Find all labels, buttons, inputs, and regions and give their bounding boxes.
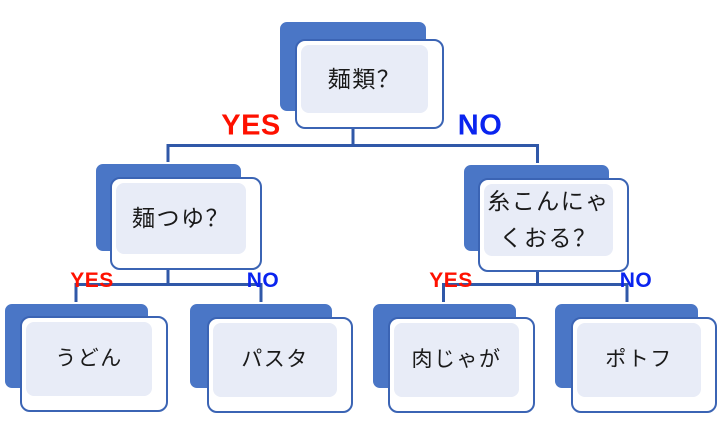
node-potofu-label: ポトフ bbox=[605, 348, 673, 372]
node-pasta-label: パスタ bbox=[241, 348, 309, 372]
branch-label-left-yes: YES bbox=[70, 269, 114, 292]
node-udon-card-inner: うどん bbox=[26, 322, 152, 396]
node-potofu-card-inner: ポトフ bbox=[577, 323, 701, 397]
branch-label-right-no: NO bbox=[619, 269, 653, 292]
node-mentsuyu-card: 麺つゆ？ bbox=[110, 177, 262, 270]
node-menrui-label: 麺類？ bbox=[327, 65, 402, 92]
node-udon-label: うどん bbox=[55, 347, 123, 371]
node-nikujaga-card: 肉じゃが bbox=[388, 317, 535, 413]
branch-label-top-no: NO bbox=[457, 109, 503, 142]
branch-label-top-yes: YES bbox=[221, 109, 281, 142]
node-pasta-card: パスタ bbox=[207, 317, 353, 413]
node-shirataki-card-inner: 糸こんにゃ くおる？ bbox=[484, 184, 613, 256]
branch-label-right-yes: YES bbox=[429, 269, 473, 292]
node-nikujaga-label: 肉じゃが bbox=[411, 348, 502, 372]
node-udon-card: うどん bbox=[20, 316, 168, 412]
node-mentsuyu-label: 麺つゆ？ bbox=[132, 205, 230, 232]
node-mentsuyu-card-inner: 麺つゆ？ bbox=[116, 183, 246, 254]
node-menrui-card: 麺類？ bbox=[295, 39, 444, 129]
node-potofu-card: ポトフ bbox=[571, 317, 717, 413]
node-nikujaga-card-inner: 肉じゃが bbox=[394, 323, 519, 397]
node-menrui-card-inner: 麺類？ bbox=[301, 45, 428, 113]
node-shirataki-label: 糸こんにゃ くおる？ bbox=[487, 188, 610, 251]
branch-label-left-no: NO bbox=[246, 269, 280, 292]
node-pasta-card-inner: パスタ bbox=[213, 323, 337, 397]
node-shirataki-card: 糸こんにゃ くおる？ bbox=[478, 178, 629, 272]
